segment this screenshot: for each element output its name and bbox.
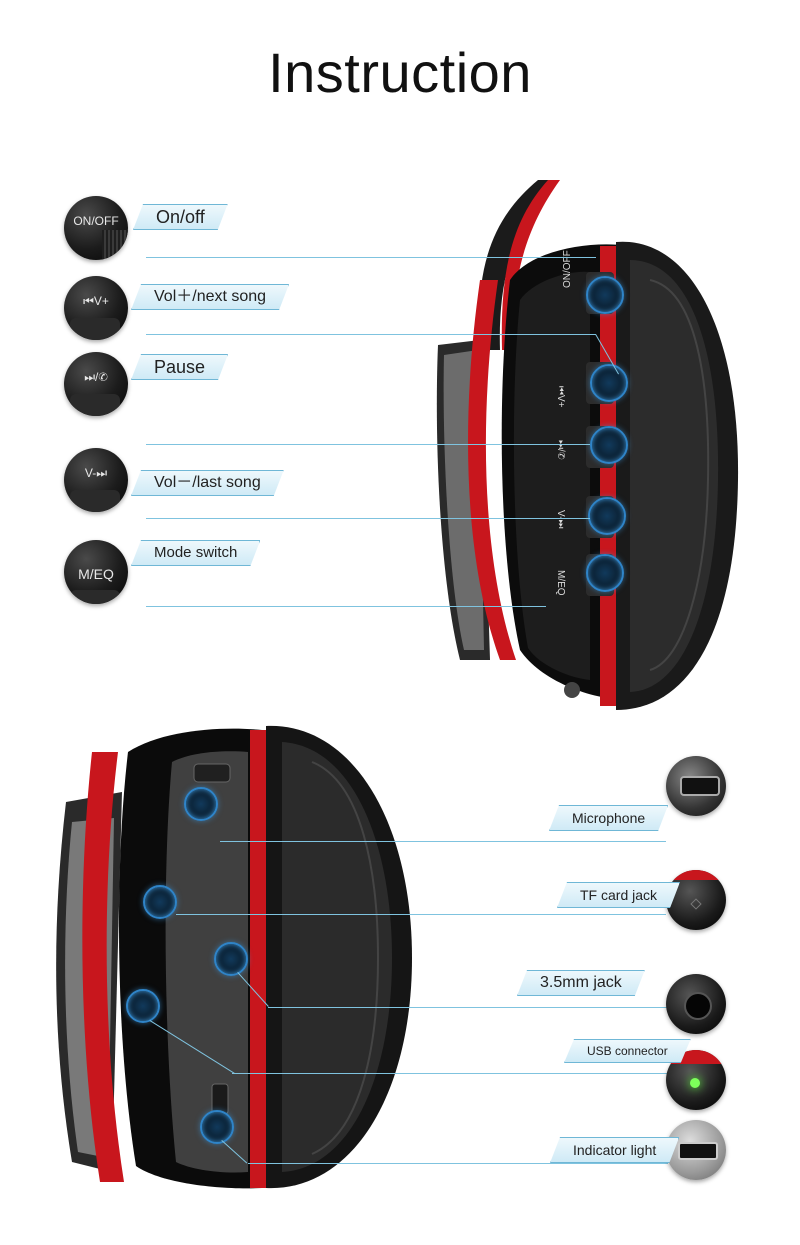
meq-thumb-label: M/EQ	[78, 566, 114, 582]
indicator-ring-microphone	[184, 787, 218, 821]
side-label-onoff: ON/OFF	[562, 250, 573, 288]
audio-jack-thumb	[666, 974, 726, 1034]
connector-line-audio-jack	[268, 1007, 668, 1008]
volplus-button-thumb: ⏮V+	[64, 276, 128, 340]
tag-mode-switch: Mode switch	[131, 540, 260, 566]
connector-line-volminus	[146, 518, 590, 519]
page-title: Instruction	[268, 41, 532, 104]
pause-thumb-label: ⏭/✆	[84, 370, 108, 384]
indicator-ring-onoff	[586, 276, 624, 314]
indicator-ring-usb	[126, 989, 160, 1023]
indicator-ring-audio-jack	[214, 942, 248, 976]
indicator-ring-tf-card	[143, 885, 177, 919]
side-label-volminus: V-⏭	[555, 510, 566, 529]
indicator-ring-volminus	[588, 497, 626, 535]
meq-button-thumb: M/EQ	[64, 540, 128, 604]
volminus-thumb-label: V-⏭	[84, 466, 108, 480]
connector-line-volplus	[146, 334, 596, 335]
connector-line-pause	[146, 444, 590, 445]
headphone-side-illustration	[436, 180, 739, 710]
connector-line-tf-card	[176, 914, 666, 915]
connector-line-meq	[146, 606, 546, 607]
side-label-meq: M/EQ	[555, 570, 566, 596]
tag-audio-jack: 3.5mm jack	[517, 970, 645, 996]
indicator-ring-volplus	[590, 364, 628, 402]
tf-card-jack-thumb	[666, 870, 726, 930]
indicator-ring-pause	[590, 426, 628, 464]
tag-microphone: Microphone	[549, 805, 668, 831]
connector-line-onoff	[146, 257, 596, 258]
tag-indicator-light: Indicator light	[550, 1137, 679, 1163]
connector-line-microphone	[220, 841, 666, 842]
tag-tf-card-jack: TF card jack	[557, 882, 680, 908]
side-label-pause: ⏭/✆	[555, 440, 566, 460]
tag-volplus: Vol＋/next song	[131, 284, 289, 310]
tag-usb-connector: USB connector	[564, 1039, 691, 1063]
volplus-thumb-label: ⏮V+	[83, 294, 109, 308]
tag-volminus: Vol－/last song	[131, 470, 284, 496]
indicator-ring-meq	[586, 554, 624, 592]
indicator-light-thumb	[666, 1120, 726, 1180]
onoff-button-thumb: ON/OFF	[64, 196, 128, 260]
side-label-volplus: ⏮V+	[555, 386, 566, 408]
volminus-button-thumb: V-⏭	[64, 448, 128, 512]
tag-onoff: On/off	[133, 204, 228, 230]
tag-pause: Pause	[131, 354, 228, 380]
microphone-thumb	[666, 756, 726, 816]
connector-line-indicator-light	[248, 1163, 668, 1164]
connector-line-usb	[232, 1073, 668, 1074]
indicator-ring-indicator-light	[200, 1110, 234, 1144]
pause-button-thumb: ⏭/✆	[64, 352, 128, 416]
onoff-thumb-label: ON/OFF	[73, 214, 119, 228]
